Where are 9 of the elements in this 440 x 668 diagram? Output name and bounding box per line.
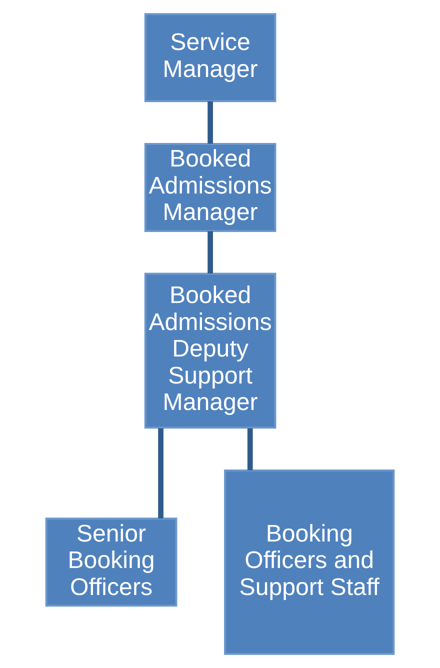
connector: [247, 428, 253, 470]
node-box: Booked Admissions Deputy Support Manager: [144, 272, 276, 429]
node-box: Booked Admissions Manager: [144, 142, 276, 232]
node-box: Senior Booking Officers: [45, 518, 178, 607]
connector: [208, 231, 213, 274]
node-box: Booking Officers and Support Staff: [224, 470, 395, 655]
connector: [158, 428, 164, 518]
connector: [208, 101, 213, 144]
node-box: Service Manager: [144, 13, 276, 102]
